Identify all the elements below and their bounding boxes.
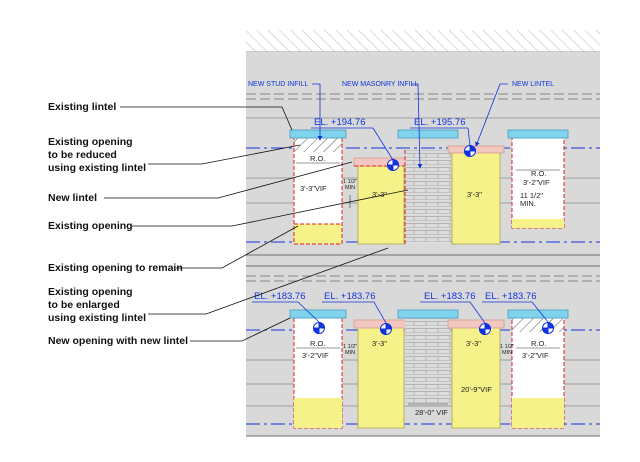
lower-dim-center: 3'-3"	[372, 339, 387, 348]
callout-opening-enlarged-line-3: using existing lintel	[48, 312, 147, 324]
lower-elevation-marks	[252, 301, 549, 324]
top-leaders	[312, 83, 508, 169]
upper-ro-right: R.O.	[531, 169, 546, 178]
floor-lines	[246, 93, 600, 282]
lower-opening-4	[507, 309, 569, 429]
lower-elevation-1: EL. +183.76	[254, 291, 306, 302]
lower-min-label-right: MIN	[502, 350, 512, 356]
upper-elevation-1: EL. +194.76	[314, 117, 366, 128]
callout-new-opening: New opening with new lintel	[48, 335, 189, 347]
callout-new-lintel: New lintel	[48, 192, 98, 204]
upper-dim-right: 3'-3"	[467, 190, 482, 199]
callout-opening-enlarged-line-2: to be enlarged	[48, 299, 120, 311]
upper-lintel-symbols	[386, 144, 477, 172]
lower-elevation-3: EL. +183.76	[424, 291, 476, 302]
upper-ro-left: R.O.	[310, 154, 325, 163]
lower-dimension-lines	[296, 347, 560, 405]
upper-opening-2	[353, 157, 409, 245]
lower-opening-2	[353, 319, 409, 429]
lower-elevation-4: EL. +183.76	[485, 291, 537, 302]
lower-ro-left: R.O.	[310, 339, 325, 348]
lower-dim-right: 3'-3"	[466, 339, 481, 348]
callout-opening-reduced-line-1: Existing opening	[48, 136, 133, 148]
callout-existing-opening: Existing opening	[48, 220, 133, 232]
lower-min-label-left: MIN	[345, 350, 355, 356]
new-stud-infill-label: NEW STUD INFILL	[248, 81, 308, 88]
lower-min-measure-right: 1 1/2"	[500, 344, 514, 350]
callout-existing-lintel: Existing lintel	[48, 101, 117, 113]
upper-dim-center: 3'-3"	[372, 190, 387, 199]
lower-opening-3	[447, 319, 505, 429]
upper-min-measure: 1 1/2"	[343, 179, 357, 185]
lower-masonry-infill	[405, 318, 451, 406]
lower-ro-right: R.O.	[531, 339, 546, 348]
roof-hatch	[246, 30, 600, 52]
new-lintel-label: NEW LINTEL	[512, 81, 554, 88]
lower-dim-far-right: 3'-2"VIF	[522, 351, 549, 360]
new-masonry-infill-label: NEW MASONRY INFILL	[342, 81, 418, 88]
callout-leaders	[104, 106, 409, 342]
lower-dim-280: 28'-0" VIF	[415, 408, 448, 417]
upper-dim-far-right: 3'-2"VIF	[523, 178, 550, 187]
upper-elevation-marks	[311, 127, 471, 161]
upper-opening-4	[507, 129, 569, 229]
callout-opening-enlarged-line-1: Existing opening	[48, 286, 133, 298]
beam-lines	[246, 254, 600, 437]
lower-opening-1	[289, 309, 347, 429]
callout-opening-remain: Existing opening to remain	[48, 262, 183, 274]
upper-dim-1112: 11 1/2"	[520, 191, 543, 200]
callout-opening-reduced-line-3: using existing lintel	[48, 162, 147, 174]
upper-dim-left: 3'-3"VIF	[300, 184, 327, 193]
upper-opening-3	[397, 129, 505, 245]
callout-opening-enlarged: Existing opening to be enlarged using ex…	[48, 286, 146, 325]
lower-dim-209: 20'-9"VIF	[461, 385, 492, 394]
lower-lintel-center	[397, 309, 459, 319]
upper-masonry-infill	[405, 150, 451, 244]
upper-min-label: MIN	[345, 185, 355, 191]
upper-min-far-right: MIN.	[520, 199, 536, 208]
lower-min-measure-left: 1 1/2"	[343, 344, 357, 350]
upper-elevation-2: EL. +195.76	[414, 117, 466, 128]
lower-dim-left: 3'-2"VIF	[302, 351, 329, 360]
callout-opening-reduced: Existing opening to be reduced using exi…	[48, 136, 146, 175]
lower-lintel-symbols	[312, 321, 555, 336]
callout-opening-reduced-line-2: to be reduced	[48, 149, 117, 161]
lower-elevation-2: EL. +183.76	[324, 291, 376, 302]
